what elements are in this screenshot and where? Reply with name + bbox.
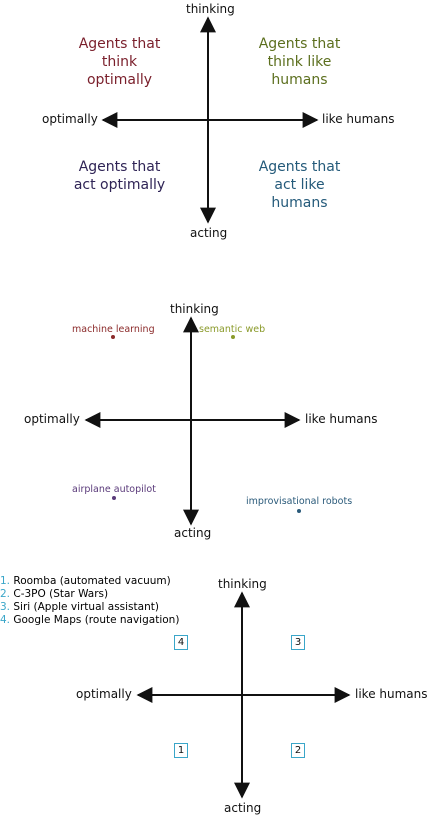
legend-list: 1. Roomba (automated vacuum) 2. C-3PO (S… bbox=[0, 575, 179, 627]
quadrant-act-like-humans: Agents that act like humans bbox=[242, 158, 357, 212]
legend-text: C-3PO (Star Wars) bbox=[13, 588, 109, 600]
quadrant-line: Agents that bbox=[78, 159, 161, 175]
axis-label-acting: acting bbox=[174, 526, 212, 540]
diagram-panel-2: thinking acting optimally like humans ma… bbox=[0, 298, 427, 548]
legend-text: Siri (Apple virtual assistant) bbox=[13, 601, 159, 613]
quadrant-line: think like bbox=[267, 54, 332, 70]
legend-text: Roomba (automated vacuum) bbox=[13, 575, 171, 587]
axes-panel-3 bbox=[136, 591, 351, 799]
legend-item: 2. C-3PO (Star Wars) bbox=[0, 588, 179, 601]
quadrant-marker-4: 4 bbox=[174, 635, 188, 650]
quadrant-marker-1: 1 bbox=[174, 743, 188, 758]
point-semantic-web bbox=[231, 335, 235, 339]
point-label-airplane-autopilot: airplane autopilot bbox=[72, 484, 156, 495]
quadrant-act-optimally: Agents that act optimally bbox=[62, 158, 177, 194]
legend-item: 3. Siri (Apple virtual assistant) bbox=[0, 601, 179, 614]
quadrant-line: act optimally bbox=[73, 177, 166, 193]
legend-item: 1. Roomba (automated vacuum) bbox=[0, 575, 179, 588]
axis-label-thinking: thinking bbox=[170, 302, 219, 316]
quadrant-line: Agents that bbox=[258, 36, 341, 52]
point-airplane-autopilot bbox=[112, 496, 116, 500]
axes-panel-1 bbox=[101, 16, 319, 224]
point-label-machine-learning: machine learning bbox=[72, 324, 155, 335]
point-machine-learning bbox=[111, 335, 115, 339]
axis-label-thinking: thinking bbox=[218, 577, 267, 591]
point-label-semantic-web: semantic web bbox=[199, 324, 266, 335]
axis-label-like-humans: like humans bbox=[305, 412, 378, 426]
quadrant-line: act like bbox=[274, 177, 325, 193]
quadrant-think-optimally: Agents that think optimally bbox=[62, 35, 177, 89]
quadrant-marker-2: 2 bbox=[291, 743, 305, 758]
point-label-improvisational-robots: improvisational robots bbox=[246, 496, 353, 507]
diagram-panel-1: thinking acting optimally like humans Ag… bbox=[0, 0, 427, 245]
quadrant-marker-3: 3 bbox=[291, 635, 305, 650]
quadrant-line: humans bbox=[271, 195, 328, 211]
quadrant-think-like-humans: Agents that think like humans bbox=[242, 35, 357, 89]
quadrant-line: humans bbox=[271, 72, 328, 88]
axis-label-optimally: optimally bbox=[24, 412, 80, 426]
legend-item: 4. Google Maps (route navigation) bbox=[0, 614, 179, 627]
axis-label-optimally: optimally bbox=[42, 112, 98, 126]
quadrant-line: optimally bbox=[86, 72, 153, 88]
legend-number: 2. bbox=[0, 588, 11, 600]
axis-label-thinking: thinking bbox=[186, 2, 235, 16]
axis-label-acting: acting bbox=[224, 801, 262, 815]
quadrant-line: think bbox=[101, 54, 138, 70]
quadrant-line: Agents that bbox=[258, 159, 341, 175]
legend-number: 3. bbox=[0, 601, 11, 613]
quadrant-line: Agents that bbox=[78, 36, 161, 52]
axis-label-acting: acting bbox=[190, 226, 228, 240]
axes-panel-2 bbox=[84, 316, 301, 526]
axis-label-like-humans: like humans bbox=[322, 112, 395, 126]
axis-label-optimally: optimally bbox=[76, 687, 132, 701]
axis-label-like-humans: like humans bbox=[355, 687, 427, 701]
diagram-panel-3: thinking acting optimally like humans 4 … bbox=[0, 575, 427, 835]
legend-number: 1. bbox=[0, 575, 11, 587]
point-improvisational-robots bbox=[297, 509, 301, 513]
legend-text: Google Maps (route navigation) bbox=[13, 614, 180, 626]
legend-number: 4. bbox=[0, 614, 11, 626]
